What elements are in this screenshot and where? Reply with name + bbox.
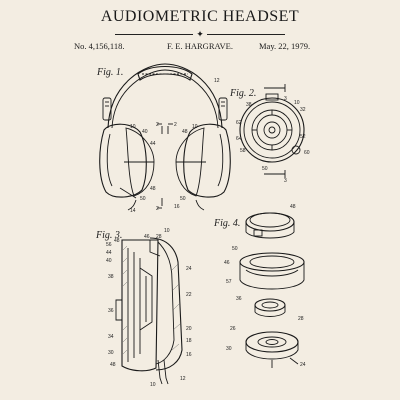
svg-text:2: 2 xyxy=(174,122,177,128)
fig2-label: Fig. 2. xyxy=(229,88,256,99)
svg-text:48: 48 xyxy=(290,204,296,210)
svg-text:57: 57 xyxy=(226,279,232,285)
fig3-label: Fig. 3. xyxy=(95,230,122,241)
title-ornament: ✦ xyxy=(0,30,400,40)
ornament-rule-left xyxy=(115,34,194,35)
svg-text:36: 36 xyxy=(236,296,242,302)
fig1-label: Fig. 1. xyxy=(96,67,123,78)
svg-text:48: 48 xyxy=(114,238,120,244)
svg-text:24: 24 xyxy=(186,266,192,272)
svg-text:10: 10 xyxy=(150,382,156,388)
svg-text:38: 38 xyxy=(108,274,114,280)
svg-text:64: 64 xyxy=(236,136,242,142)
inventor-name: F. E. HARGRAVE. xyxy=(167,41,233,51)
svg-text:36: 36 xyxy=(108,308,114,314)
fig1-headset: Fig. 1. 12 10 40 44 48 xyxy=(96,63,231,214)
svg-text:50: 50 xyxy=(140,196,146,202)
svg-text:52: 52 xyxy=(300,134,306,140)
svg-text:16: 16 xyxy=(186,352,192,358)
svg-text:10: 10 xyxy=(294,100,300,106)
svg-text:20: 20 xyxy=(186,326,192,332)
fig4-exploded-view: Fig. 4. 48 50 46 57 36 26 28 30 24 xyxy=(213,204,306,368)
svg-text:12: 12 xyxy=(214,78,220,84)
svg-text:40: 40 xyxy=(142,129,148,135)
fig4-label: Fig. 4. xyxy=(213,218,240,229)
svg-text:14: 14 xyxy=(130,208,136,214)
svg-text:58: 58 xyxy=(240,148,246,154)
svg-text:50: 50 xyxy=(180,196,186,202)
svg-text:46: 46 xyxy=(144,234,150,240)
svg-text:3: 3 xyxy=(284,96,287,102)
svg-text:48: 48 xyxy=(150,186,156,192)
patent-date: May. 22, 1979. xyxy=(259,41,311,51)
svg-text:10: 10 xyxy=(130,124,136,130)
svg-text:46: 46 xyxy=(224,260,230,266)
svg-text:56: 56 xyxy=(106,242,112,248)
svg-text:2: 2 xyxy=(156,206,159,212)
svg-text:30: 30 xyxy=(108,350,114,356)
ornament-icon: ✦ xyxy=(196,30,204,40)
svg-text:10: 10 xyxy=(192,124,198,130)
svg-text:26: 26 xyxy=(230,326,236,332)
svg-text:48: 48 xyxy=(182,129,188,135)
svg-text:28: 28 xyxy=(156,234,162,240)
fig3-cross-section: Fig. 3. 10 56 48 46 44 40 28 xyxy=(95,228,192,388)
svg-text:44: 44 xyxy=(150,141,156,147)
svg-text:28: 28 xyxy=(298,316,304,322)
svg-text:60: 60 xyxy=(304,150,310,156)
svg-text:50: 50 xyxy=(262,166,268,172)
svg-text:34: 34 xyxy=(108,334,114,340)
svg-text:3: 3 xyxy=(284,178,287,184)
svg-text:24: 24 xyxy=(300,362,306,368)
svg-text:40: 40 xyxy=(106,258,112,264)
svg-text:16: 16 xyxy=(174,204,180,210)
svg-text:12: 12 xyxy=(180,376,186,382)
svg-text:44: 44 xyxy=(106,250,112,256)
svg-text:30: 30 xyxy=(226,346,232,352)
svg-text:2: 2 xyxy=(156,122,159,128)
svg-text:10: 10 xyxy=(164,228,170,234)
patent-number: No. 4,156,118. xyxy=(74,41,125,51)
svg-text:38: 38 xyxy=(246,102,252,108)
svg-text:32: 32 xyxy=(300,107,306,113)
fig2-earcup-face: Fig. 2. 3 10 32 38 62 64 58 50 60 52 3 xyxy=(229,84,310,184)
svg-text:22: 22 xyxy=(186,292,192,298)
svg-text:50: 50 xyxy=(232,246,238,252)
svg-text:48: 48 xyxy=(110,362,116,368)
svg-text:62: 62 xyxy=(236,120,242,126)
ornament-rule-right xyxy=(206,34,285,35)
document-title: AUDIOMETRIC HEADSET xyxy=(100,8,300,25)
svg-text:18: 18 xyxy=(186,338,192,344)
